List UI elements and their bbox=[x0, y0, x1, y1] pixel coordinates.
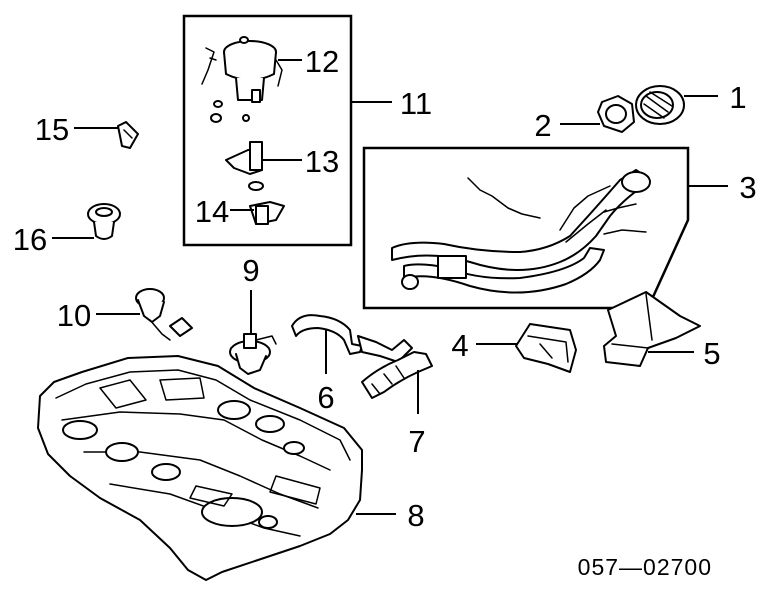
callout-9: 9 bbox=[242, 253, 259, 288]
part-6-hose[interactable] bbox=[291, 314, 413, 363]
callout-10: 10 bbox=[57, 298, 91, 333]
callout-3: 3 bbox=[739, 170, 756, 205]
part-12-pump-module[interactable] bbox=[201, 36, 283, 123]
part-7-hose[interactable] bbox=[361, 351, 433, 399]
callout-5: 5 bbox=[703, 336, 720, 371]
callout-14: 14 bbox=[195, 194, 229, 229]
callout-13: 13 bbox=[305, 144, 339, 179]
part-15-clip[interactable] bbox=[117, 121, 139, 149]
callout-16: 16 bbox=[13, 222, 47, 257]
part-3-filler-neck[interactable] bbox=[391, 169, 651, 294]
filler-neck-group-frame bbox=[362, 146, 690, 310]
part-10-gauge-unit[interactable] bbox=[135, 288, 193, 341]
part-8-fuel-tank[interactable] bbox=[37, 355, 363, 581]
part-14-filter[interactable] bbox=[249, 201, 285, 225]
fuel-pump-group-frame bbox=[182, 14, 353, 247]
part-9-level-sensor[interactable] bbox=[229, 333, 277, 375]
callout-4: 4 bbox=[451, 328, 468, 363]
callout-7: 7 bbox=[408, 424, 425, 459]
callout-12: 12 bbox=[305, 44, 339, 79]
callout-15: 15 bbox=[35, 112, 69, 147]
callout-11: 11 bbox=[400, 86, 432, 121]
callout-2: 2 bbox=[534, 108, 551, 143]
part-16-gauge-cap[interactable] bbox=[87, 203, 121, 240]
part-4-bracket[interactable] bbox=[515, 323, 577, 373]
part-5-protector[interactable] bbox=[603, 291, 701, 367]
part-1-fuel-cap[interactable] bbox=[635, 85, 685, 125]
part-13-fuel-pump[interactable] bbox=[225, 141, 264, 191]
callout-8: 8 bbox=[407, 498, 424, 533]
callout-1: 1 bbox=[729, 80, 746, 115]
callout-6: 6 bbox=[317, 380, 334, 415]
part-2-gasket[interactable] bbox=[597, 95, 635, 133]
diagram-code: 057—02700 bbox=[578, 554, 712, 580]
